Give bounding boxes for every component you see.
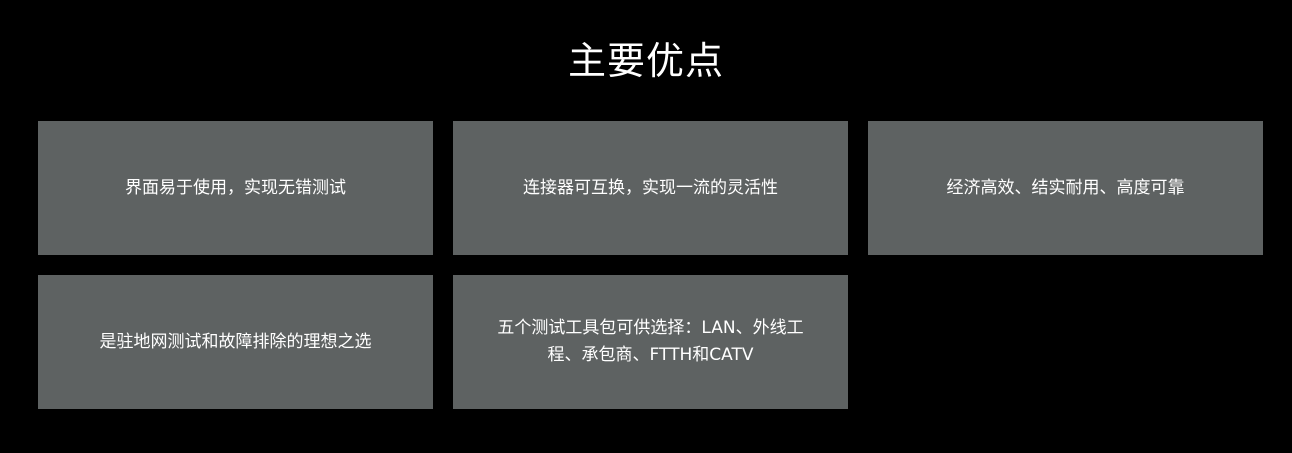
benefit-card: 界面易于使用，实现无错测试 <box>38 121 433 255</box>
benefit-text: 连接器可互换，实现一流的灵活性 <box>523 177 778 198</box>
benefit-text: 界面易于使用，实现无错测试 <box>125 177 346 198</box>
benefit-card: 是驻地网测试和故障排除的理想之选 <box>38 275 433 409</box>
benefit-card: 连接器可互换，实现一流的灵活性 <box>453 121 848 255</box>
benefits-grid: 界面易于使用，实现无错测试 连接器可互换，实现一流的灵活性 经济高效、结实耐用、… <box>38 121 1263 409</box>
benefit-text: 经济高效、结实耐用、高度可靠 <box>946 177 1185 198</box>
benefit-text: 五个测试工具包可供选择：LAN、外线工程、承包商、FTTH和CATV <box>497 318 804 365</box>
benefit-card: 五个测试工具包可供选择：LAN、外线工程、承包商、FTTH和CATV <box>453 275 848 409</box>
section-title: 主要优点 <box>567 39 724 83</box>
benefit-card: 经济高效、结实耐用、高度可靠 <box>868 121 1263 255</box>
benefit-text: 是驻地网测试和故障排除的理想之选 <box>99 331 372 352</box>
